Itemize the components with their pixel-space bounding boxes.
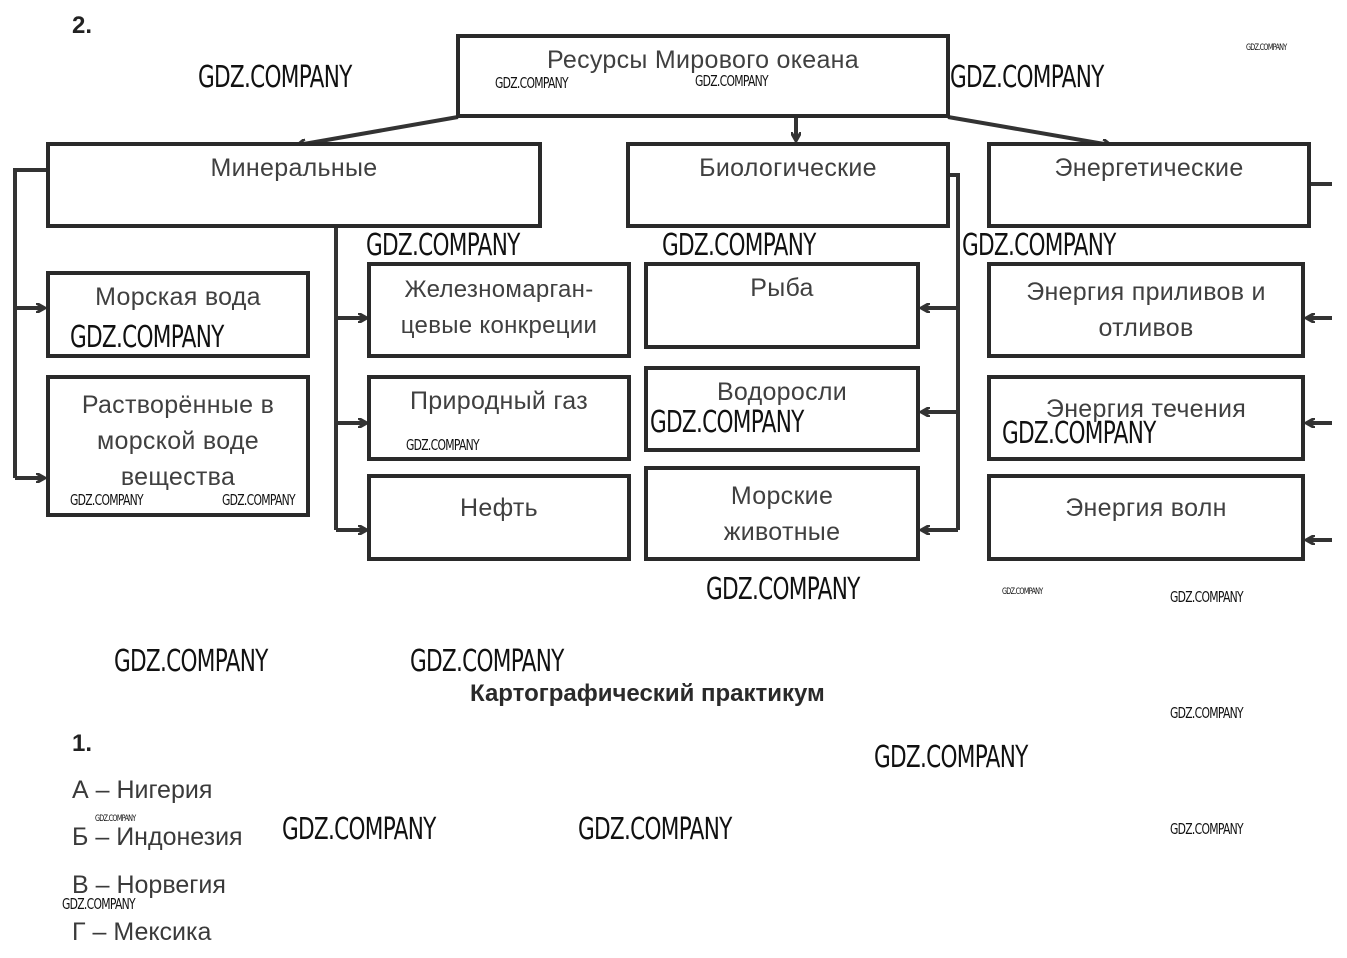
answer-c: В – Норвегия (72, 871, 226, 899)
biological-line (948, 173, 960, 530)
arrow-root-mineral (298, 115, 459, 145)
answer-a: А – Нигерия (72, 776, 213, 804)
current-box: Энергия течения (987, 375, 1305, 461)
tides-box: Энергия приливов и отливов (987, 262, 1305, 358)
answer-d: Г – Мексика (72, 918, 212, 946)
natural-gas-box: Природный газ (367, 375, 631, 461)
ferromanganese-box: Железномарган-цевые конкреции (367, 262, 631, 358)
energy-box: Энергетические (987, 142, 1311, 228)
sea-water-box: Морская вода (46, 271, 310, 358)
oil-box: Нефть (367, 474, 631, 561)
answer-b: Б – Индонезия (72, 823, 243, 851)
root-box: Ресурсы Мирового океана (456, 34, 950, 118)
practicum-task-number: 1. (72, 730, 93, 757)
mineral-left-line (13, 168, 48, 478)
dissolved-substances-box: Растворённые в морской воде вещества (46, 375, 310, 517)
fish-box: Рыба (644, 262, 920, 349)
sea-animals-box: Морские животные (644, 466, 920, 561)
arrow-root-energy (947, 115, 1110, 145)
task-number: 2. (72, 12, 93, 39)
practicum-title: Картографический практикум (470, 680, 825, 707)
algae-box: Водоросли (644, 366, 920, 452)
mineral-box: Минеральные (46, 142, 542, 228)
waves-box: Энергия волн (987, 474, 1305, 561)
biological-box: Биологические (626, 142, 950, 228)
